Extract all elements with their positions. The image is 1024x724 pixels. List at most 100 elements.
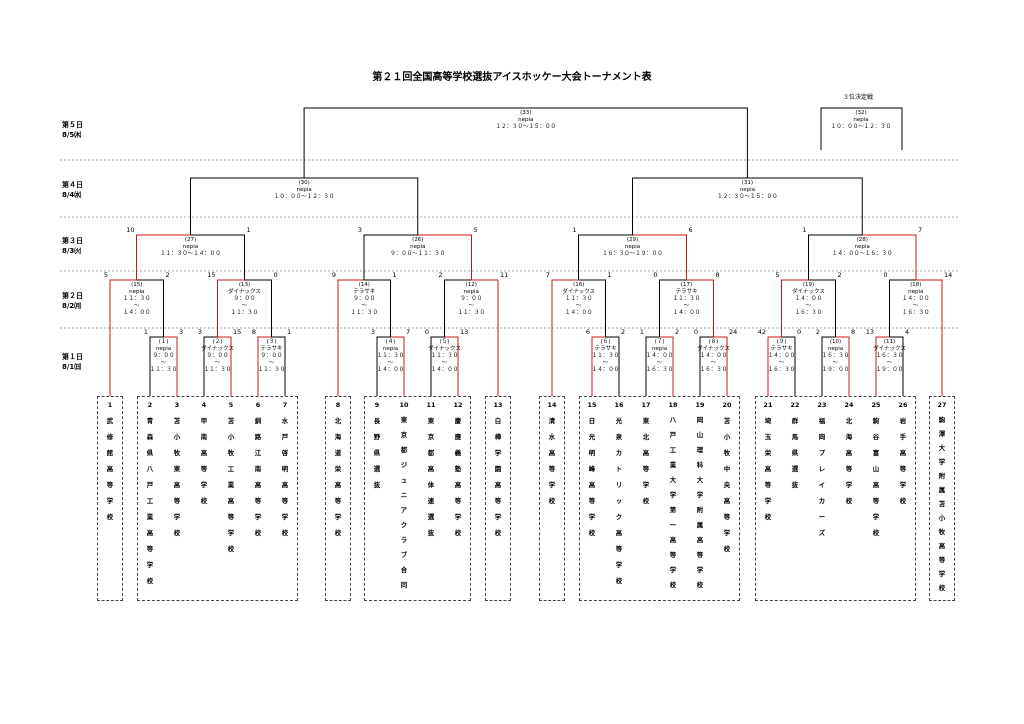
bracket-line-m5-right: [444, 336, 459, 396]
bracket-line-m19-right: [808, 279, 836, 337]
bracket-line-m11-right: [889, 336, 904, 396]
team-number: 14: [547, 401, 557, 409]
match-venue: テラサキ: [353, 289, 376, 295]
day-date: 8/2㈪: [62, 302, 82, 310]
team-name: 清水高等学校: [548, 417, 556, 505]
day-date: 8/1㈰: [62, 363, 82, 371]
team-box: [539, 396, 565, 601]
score-left: 10: [126, 226, 135, 234]
day-date: 8/3㈫: [62, 247, 82, 255]
bracket-line-m19-left: [781, 279, 809, 337]
match-number: (33): [520, 110, 532, 116]
score-right: 8: [851, 328, 856, 336]
bracket-line-m29-right: [632, 234, 687, 280]
bracket-line-m3-left: [257, 336, 272, 396]
match-number: (26): [412, 237, 424, 243]
match-time: ～: [602, 360, 609, 366]
score-right: 4: [905, 328, 910, 336]
team-name: 青森県八戸工業高等学校: [146, 417, 154, 585]
match-time: １４：００: [564, 310, 593, 316]
match-number: (６): [600, 339, 611, 345]
match-number: (１): [158, 339, 169, 345]
match-time: １４：００: [430, 367, 459, 373]
team-name: 長野県選抜: [373, 417, 381, 489]
team-name: 群馬県選抜: [791, 417, 799, 489]
team-name: 釧路江南高等学校: [254, 417, 262, 537]
team-number: 11: [426, 401, 436, 409]
match-venue: ダイナックス: [201, 346, 234, 352]
match-time: ～: [160, 360, 167, 366]
day-name: 第１日: [62, 353, 83, 361]
bracket-line-m28-right: [862, 234, 917, 280]
day-date: 8/5㈭: [62, 131, 82, 139]
score-right: 8: [715, 271, 720, 279]
score-right: 14: [944, 271, 953, 279]
match-number: (５): [439, 339, 450, 345]
match-venue: テラサキ: [260, 346, 283, 352]
match-time: ～: [656, 360, 663, 366]
match-number: (17): [680, 282, 693, 288]
score-right: 7: [406, 328, 411, 336]
match-venue: ダイナックス: [792, 289, 825, 295]
bracket-line-m8-right: [713, 336, 728, 396]
team-box: [97, 396, 123, 601]
match-time: ～: [832, 360, 839, 366]
team-number: 2: [147, 401, 153, 409]
team-number: 10: [399, 401, 409, 409]
match-number: (18): [910, 282, 922, 288]
match-number: (27): [184, 237, 197, 243]
team-number: 17: [641, 401, 651, 409]
match-time: ～: [710, 360, 717, 366]
match-number: (28): [856, 237, 868, 243]
team-name: 甲南高等学校: [200, 417, 208, 505]
match-time: ～: [241, 303, 248, 309]
bracket-line-m6-left: [591, 336, 606, 396]
match-time: ～: [361, 303, 367, 309]
match-time: １１：３０: [672, 296, 701, 302]
match-venue: nepia: [182, 244, 199, 250]
score-left: 13: [865, 328, 874, 336]
bracket-line-m27-left: [136, 234, 191, 280]
team-box: [579, 396, 740, 601]
match-time: １４：００～１６：３０: [831, 251, 893, 257]
match-time: ９：００: [353, 296, 376, 302]
score-right: 7: [918, 226, 923, 234]
match-time: １４：００: [794, 296, 823, 302]
team-entry: 2 青森県八戸工業高等学校: [142, 397, 158, 589]
team-name: 慶應義塾高等学校: [454, 417, 462, 537]
score-right: 15: [233, 328, 242, 336]
match-time: ～: [387, 360, 394, 366]
match-time: １４：００: [645, 353, 674, 359]
match-time: １１：３０: [430, 353, 459, 359]
page-title: 第２１回全国高等学校選抜アイスホッケー大会トーナメント表: [372, 72, 652, 83]
bracket-line-m7-right: [659, 336, 674, 396]
bracket-line-m30-right: [304, 177, 419, 235]
score-left: 9: [331, 271, 336, 279]
bracket-line-m33-right: [525, 107, 748, 178]
bracket-line-m26-right: [417, 234, 472, 280]
third-place-label: ３位決定戦: [843, 94, 874, 101]
score-right: 2: [621, 328, 626, 336]
day-label-4: 第４日 8/4㈬: [62, 180, 83, 200]
bracket-line-m7-left: [645, 336, 660, 396]
match-number: (15): [131, 282, 143, 288]
team-name: 福岡プレイカーズ: [818, 417, 826, 537]
score-right: 3: [179, 328, 184, 336]
match-time: １０：００～１２：３０: [273, 194, 335, 200]
match-time: １１：３０: [564, 296, 593, 302]
match-time: １１：３０: [230, 310, 259, 316]
match-venue: ダイナックス: [697, 346, 730, 352]
match-time: ～: [214, 360, 221, 366]
bracket-line-m15-left: [109, 279, 137, 396]
match-time: １４：００: [672, 310, 701, 316]
